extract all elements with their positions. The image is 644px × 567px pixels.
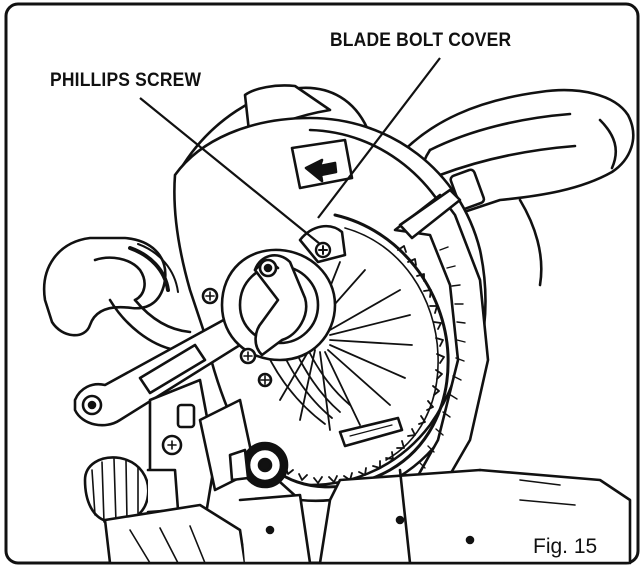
- leader-phillips-screw: [139, 97, 321, 245]
- dust-port: [42, 236, 192, 352]
- phillips-screw: [314, 241, 332, 259]
- adjustment-knob: [228, 441, 289, 489]
- leader-lines: [139, 57, 441, 245]
- blade-bolt-cover: [253, 254, 308, 357]
- blade-bolt-cover-label: BLADE BOLT COVER: [330, 30, 512, 51]
- arbor-assembly: [220, 224, 347, 362]
- saw-base: [318, 468, 632, 565]
- figure-caption: Fig. 15: [533, 535, 598, 558]
- bevel-lock-knob: [83, 456, 180, 524]
- housing-screws: [201, 287, 273, 388]
- leader-blade-bolt-cover: [317, 57, 441, 219]
- saw-blade: [273, 213, 450, 489]
- phillips-screw-label: PHILLIPS SCREW: [50, 70, 202, 91]
- lower-structure: [103, 493, 312, 565]
